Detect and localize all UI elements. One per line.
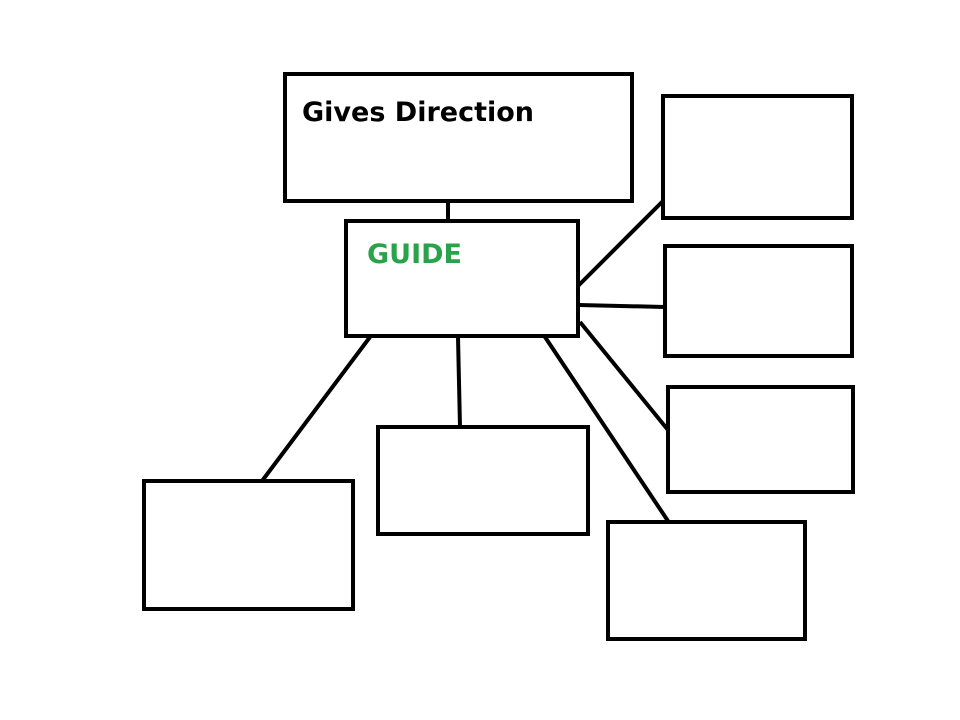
- right-box-1: [661, 94, 854, 220]
- gives-direction-label: Gives Direction: [302, 97, 534, 128]
- right-box-3: [666, 385, 855, 494]
- right-box-2: [663, 244, 854, 358]
- bottom-right-box: [606, 520, 807, 641]
- connector-guide-to-right-2: [578, 303, 666, 309]
- gives-direction-box: [283, 72, 634, 203]
- bottom-center-box: [376, 425, 590, 536]
- bottom-left-box: [142, 479, 355, 611]
- guide-box: [344, 219, 580, 338]
- guide-label: GUIDE: [367, 239, 462, 270]
- connector-guide-to-right-1: [575, 197, 667, 289]
- connector-guide-to-bottom-center: [456, 336, 462, 428]
- connector-guide-to-bottom-left: [260, 335, 372, 483]
- connector-guide-to-right-3: [578, 320, 670, 432]
- connector-guide-to-bottom-right: [543, 335, 670, 523]
